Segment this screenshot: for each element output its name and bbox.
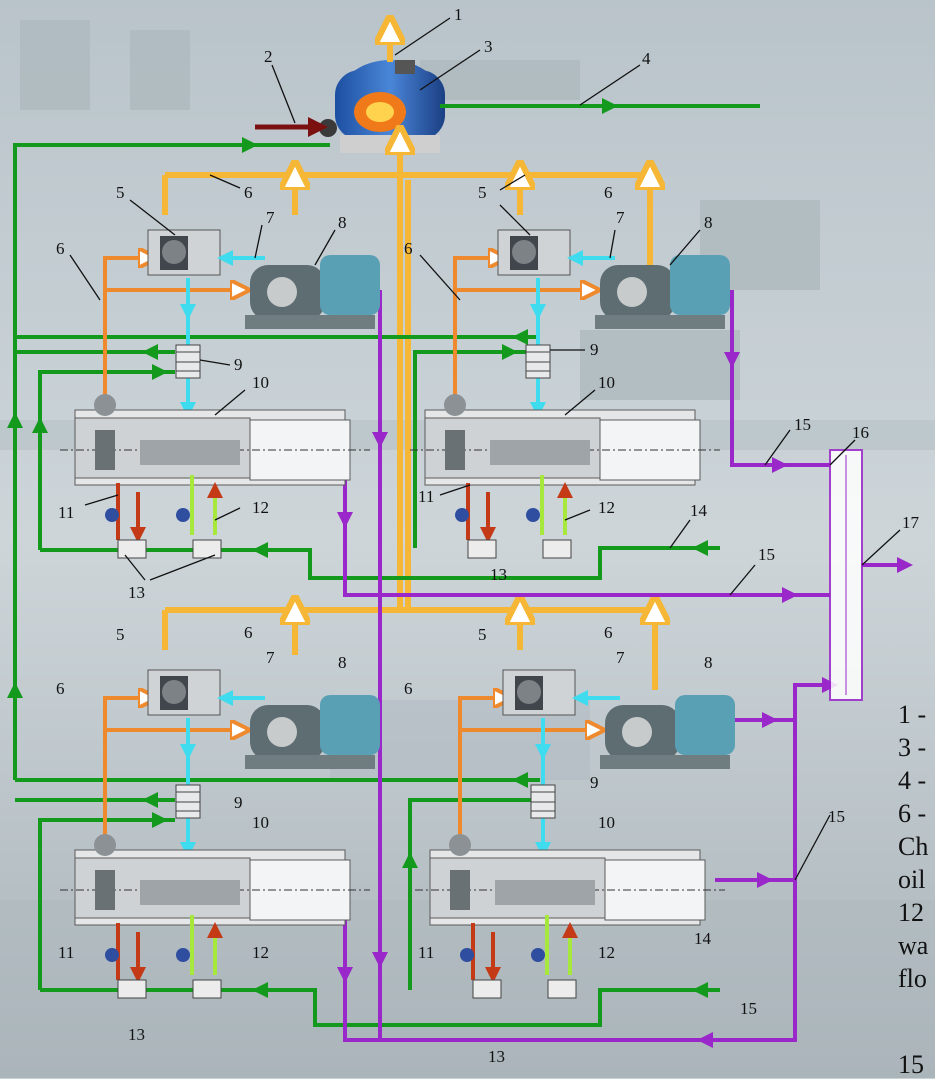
- callout-13-c: 13: [128, 1025, 145, 1044]
- callout-17: 17: [902, 513, 920, 532]
- callout-6-b: 6: [56, 239, 65, 258]
- callout-10-c: 10: [252, 813, 269, 832]
- callout-8-b: 8: [704, 213, 713, 232]
- callout-16: 16: [852, 423, 869, 442]
- callout-9-c: 9: [234, 793, 243, 812]
- callout-6-a: 6: [244, 183, 253, 202]
- legend-line-6: oil: [898, 867, 925, 893]
- callout-7-c: 7: [266, 648, 275, 667]
- callout-13-a: 13: [128, 583, 145, 602]
- pump: [105, 508, 119, 522]
- legend-line-3: 4 -: [898, 768, 926, 794]
- callout-5-b: 5: [478, 183, 487, 202]
- callout-7-d: 7: [616, 648, 625, 667]
- callout-15-c: 15: [828, 807, 845, 826]
- callout-15-b: 15: [758, 545, 775, 564]
- callout-13-d: 13: [488, 1047, 505, 1066]
- callout-10-a: 10: [252, 373, 269, 392]
- callout-7-b: 7: [616, 208, 625, 227]
- heat-exchanger: [193, 540, 221, 558]
- legend-line-10: 15: [898, 1052, 924, 1078]
- legend-line-7: 12: [898, 900, 924, 926]
- callout-9-b: 9: [590, 340, 599, 359]
- pump: [176, 508, 190, 522]
- callout-12-d: 12: [598, 943, 615, 962]
- callout-14-b: 14: [694, 929, 712, 948]
- legend-line-4: 6 -: [898, 801, 926, 827]
- callout-10-b: 10: [598, 373, 615, 392]
- callout-12-a: 12: [252, 498, 269, 517]
- callout-6-f: 6: [56, 679, 65, 698]
- legend-line-5: Ch: [898, 834, 928, 860]
- callout-8-a: 8: [338, 213, 347, 232]
- callout-12-b: 12: [598, 498, 615, 517]
- callout-11-b: 11: [418, 487, 434, 506]
- callout-6-h: 6: [404, 679, 413, 698]
- callout-5-a: 5: [116, 183, 125, 202]
- callout-6-c: 6: [604, 183, 613, 202]
- callout-6-g: 6: [604, 623, 613, 642]
- legend-line-8: wa: [898, 933, 928, 959]
- callout-8-d: 8: [704, 653, 713, 672]
- callout-5-d: 5: [478, 625, 487, 644]
- legend-line-1: 1 -: [898, 702, 926, 728]
- callout-11-a: 11: [58, 503, 74, 522]
- callout-1: 1: [454, 5, 463, 24]
- callout-2: 2: [264, 47, 273, 66]
- heat-exchanger: [118, 540, 146, 558]
- callout-11-c: 11: [58, 943, 74, 962]
- callout-14-a: 14: [690, 501, 708, 520]
- callout-4: 4: [642, 49, 651, 68]
- callout-6-e: 6: [244, 623, 253, 642]
- callout-3: 3: [484, 37, 493, 56]
- callout-5-c: 5: [116, 625, 125, 644]
- callout-8-c: 8: [338, 653, 347, 672]
- callout-10-d: 10: [598, 813, 615, 832]
- legend-line-2: 3 -: [898, 735, 926, 761]
- callout-9-a: 9: [234, 355, 243, 374]
- callout-7-a: 7: [266, 208, 275, 227]
- callout-15-d: 15: [740, 999, 757, 1018]
- callout-11-d: 11: [418, 943, 434, 962]
- legend-line-9: flo: [898, 966, 927, 992]
- callout-13-b: 13: [490, 565, 507, 584]
- callout-6-d: 6: [404, 239, 413, 258]
- generator: [245, 255, 380, 329]
- turbocharger: [148, 230, 220, 275]
- callout-9-d: 9: [590, 773, 599, 792]
- callout-12-c: 12: [252, 943, 269, 962]
- callout-15-a: 15: [794, 415, 811, 434]
